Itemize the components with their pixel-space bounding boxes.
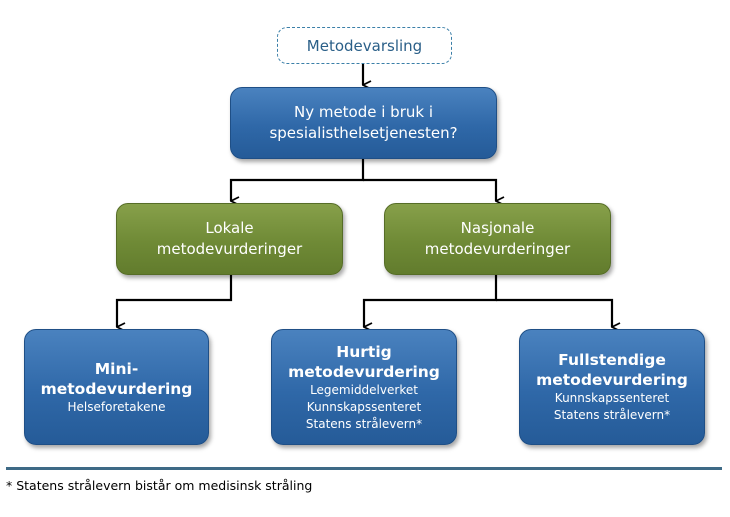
mini-title-2: metodevurdering <box>40 379 193 398</box>
quick-sub-2: Kunnskapssenteret <box>306 399 422 414</box>
quick-title-1: Hurtig <box>336 342 392 361</box>
arrow-local-to-mini <box>115 275 233 327</box>
local-line-2: metodevurderinger <box>156 240 303 258</box>
full-sub-2: Statens strålevern* <box>553 408 671 422</box>
arrow-national-to-quick <box>362 275 498 327</box>
footnote-text: * Statens strålevern bistår om medisinsk… <box>6 478 313 493</box>
metodevarsling-node: Metodevarsling <box>277 27 452 64</box>
mini-title-1: Mini- <box>94 359 139 378</box>
quick-sub-1: Legemiddelverket <box>310 382 418 397</box>
full-sub-1: Kunnskapssenteret <box>554 391 670 405</box>
footer-divider <box>6 467 722 470</box>
arrow-national-to-full <box>496 298 612 327</box>
question-line-1: Ny metode i bruk i <box>293 103 434 121</box>
arrow-question-to-local <box>229 159 365 201</box>
mini-sub-1: Helseforetakene <box>67 399 166 414</box>
new-method-question-node: Ny metode i bruk i spesialisthelsetjenes… <box>230 87 497 159</box>
national-assessments-node: Nasjonale metodevurderinger <box>384 203 611 275</box>
mini-assessment-node: Mini- metodevurdering Helseforetakene <box>24 329 209 445</box>
local-line-1: Lokale <box>205 219 254 237</box>
quick-title-2: metodevurdering <box>288 362 440 381</box>
national-line-1: Nasjonale <box>460 219 535 237</box>
arrow-question-to-national <box>363 178 496 201</box>
local-assessments-node: Lokale metodevurderinger <box>116 203 343 275</box>
metodevarsling-label: Metodevarsling <box>306 36 423 55</box>
full-title-1: Fullstendige <box>558 351 666 369</box>
full-assessment-node: Fullstendige metodevurdering Kunnskapsse… <box>519 329 705 445</box>
quick-sub-3: Statens strålevern* <box>305 416 423 431</box>
quick-assessment-node: Hurtig metodevurdering Legemiddelverket … <box>271 329 457 445</box>
full-title-2: metodevurdering <box>536 371 688 389</box>
national-line-2: metodevurderinger <box>424 240 571 258</box>
question-line-2: spesialisthelsetjenesten? <box>269 124 458 142</box>
